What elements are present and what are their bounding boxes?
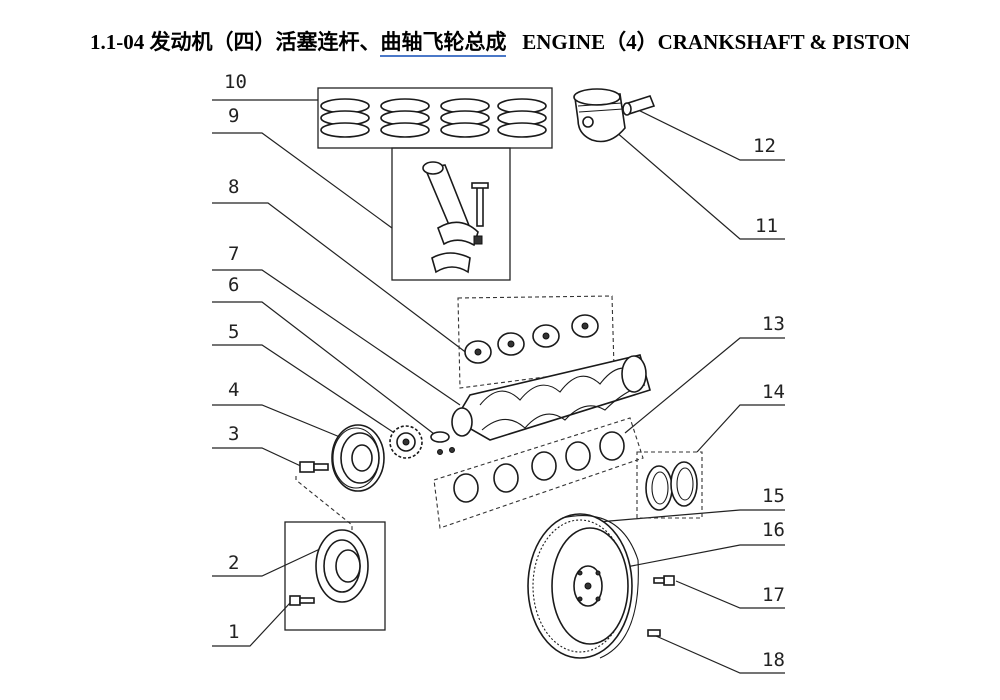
callout-7[interactable]: 7 (228, 243, 239, 265)
thrust-washers[interactable] (636, 451, 703, 519)
title-chinese: 发动机（四）活塞连杆、 (149, 30, 381, 54)
piston[interactable] (573, 88, 626, 143)
ring-stack-2 (380, 98, 430, 138)
piston-pin[interactable] (622, 95, 656, 116)
damper-bolt[interactable] (289, 595, 315, 606)
callout-15[interactable]: 15 (762, 485, 785, 507)
title-english: ENGINE（4）CRANKSHAFT & PISTON (522, 30, 911, 54)
title-chinese-link[interactable]: 曲轴飞轮总成 (380, 30, 507, 57)
callout-13[interactable]: 13 (762, 313, 785, 335)
ring-stack-3 (440, 98, 490, 138)
crankshaft-pulley[interactable] (331, 424, 385, 492)
callout-17[interactable]: 17 (762, 584, 785, 606)
callout-2[interactable]: 2 (228, 552, 239, 574)
callout-6[interactable]: 6 (228, 274, 239, 296)
callout-16[interactable]: 16 (762, 519, 785, 541)
title-code: 1.1-04 (89, 30, 145, 54)
callout-8[interactable]: 8 (228, 176, 239, 198)
callout-4[interactable]: 4 (228, 379, 239, 401)
woodruff-keys[interactable] (430, 431, 455, 455)
leader-lines (212, 99, 785, 674)
callout-18[interactable]: 18 (762, 649, 785, 671)
callout-5[interactable]: 5 (228, 321, 239, 343)
lower-main-bearings[interactable] (433, 417, 644, 529)
pulley-bolt[interactable] (299, 461, 329, 473)
flywheel-assembly[interactable] (527, 513, 639, 659)
callout-1[interactable]: 1 (228, 621, 239, 643)
callout-14[interactable]: 14 (762, 381, 785, 403)
callout-9[interactable]: 9 (228, 105, 239, 127)
callout-10[interactable]: 10 (224, 71, 247, 93)
dowel-pin[interactable] (647, 629, 661, 637)
crankshaft-timing-gear[interactable] (389, 425, 423, 459)
alignment-guide (295, 476, 353, 530)
connecting-rod-assembly[interactable] (391, 147, 511, 281)
callout-11[interactable]: 11 (755, 215, 778, 237)
vibration-damper[interactable] (284, 521, 386, 631)
callout-12[interactable]: 12 (753, 135, 776, 157)
crankshaft[interactable] (451, 354, 651, 441)
callout-3[interactable]: 3 (228, 423, 239, 445)
piston-rings-set[interactable] (317, 87, 553, 149)
ring-stack-4 (497, 98, 547, 138)
page-title: 1.1-04 发动机（四）活塞连杆、曲轴飞轮总成 ENGINE（4）CRANKS… (0, 26, 1000, 57)
flywheel-bolt[interactable] (653, 575, 675, 586)
ring-stack-1 (320, 98, 370, 138)
